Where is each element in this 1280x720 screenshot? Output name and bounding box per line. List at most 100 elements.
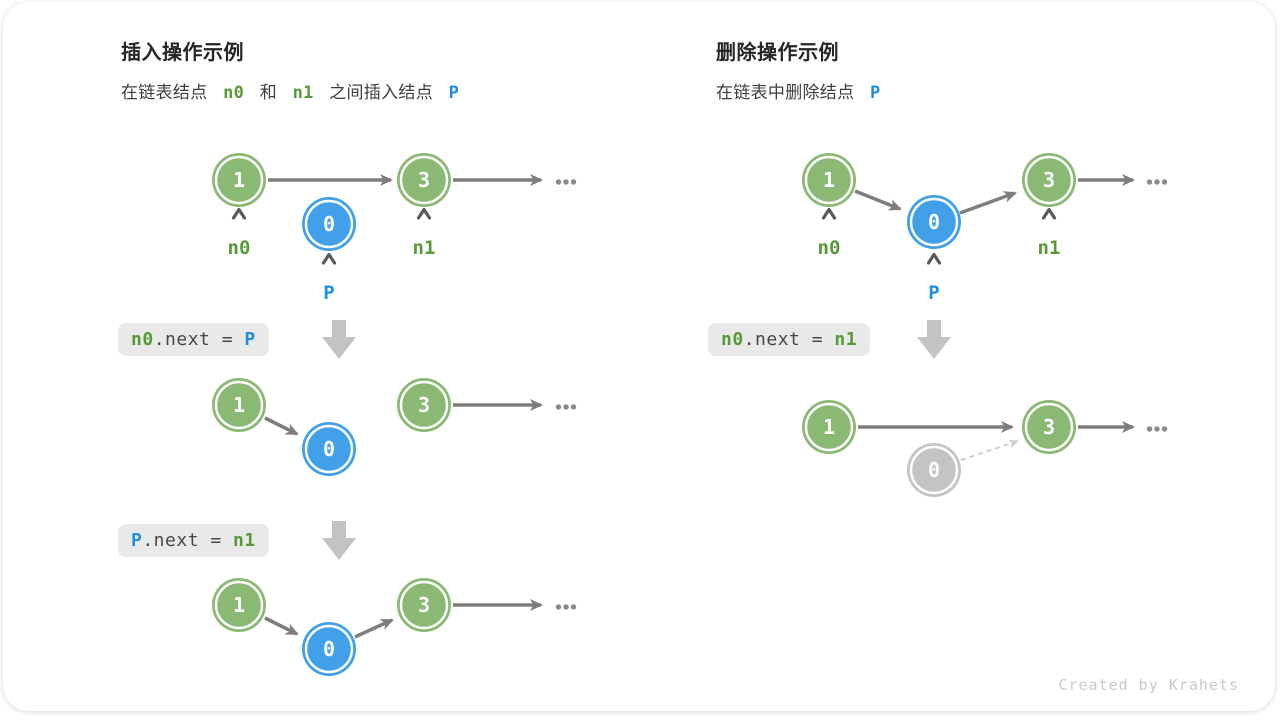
node-value: 1 — [233, 168, 245, 192]
insert-panel-title: 插入操作示例 — [121, 42, 244, 64]
list-node-blue — [302, 622, 356, 676]
ellipsis-dot — [555, 404, 562, 410]
text-token: 之间插入结点 — [324, 83, 439, 102]
list-node-blue — [907, 195, 961, 249]
step-down-arrow-icon — [322, 320, 356, 359]
list-node-ring — [304, 424, 354, 474]
text-token: 和 — [254, 83, 283, 102]
list-node-ring — [214, 580, 264, 630]
ellipsis-dot — [1146, 426, 1153, 432]
ellipsis-dot — [1154, 426, 1160, 432]
list-node-ring — [909, 445, 959, 495]
pointer-caret-icon — [1041, 207, 1057, 220]
list-node-ring — [214, 380, 264, 430]
list-node-green — [1022, 400, 1076, 454]
node-value: 1 — [233, 593, 245, 617]
text-token: .next = — [153, 329, 245, 350]
node-value: 1 — [233, 393, 245, 417]
code-box-n0-next-n1: n0.next = n1 — [708, 323, 871, 356]
delete-panel-subtitle: 在链表中删除结点 P — [716, 78, 881, 103]
node-value: 3 — [1043, 168, 1055, 192]
node-value: 0 — [323, 437, 335, 461]
ellipsis-dot — [570, 404, 577, 410]
list-node-green — [212, 378, 266, 432]
node-value: 3 — [418, 393, 430, 417]
list-node-ring — [804, 155, 854, 205]
text-token: P — [438, 83, 460, 103]
node-reference-label: n0 — [228, 237, 251, 259]
text-token: P — [244, 329, 256, 350]
list-node-green — [397, 378, 451, 432]
list-node-ring — [399, 580, 449, 630]
step-down-arrow-icon — [917, 320, 951, 359]
list-node-green — [212, 578, 266, 632]
text-token: .next = — [743, 329, 835, 350]
list-node-blue — [302, 197, 356, 251]
list-node-ring — [804, 402, 854, 452]
figure-card: 插入操作示例 在链表结点 n0 和 n1 之间插入结点 P 删除操作示例 在链表… — [3, 2, 1275, 711]
node-reference-label: n1 — [1038, 237, 1061, 259]
text-token: n0 — [721, 329, 744, 350]
list-node-green — [397, 153, 451, 207]
text-token: n1 — [233, 530, 256, 551]
list-node-ring — [214, 155, 264, 205]
ellipsis-dot — [555, 604, 562, 610]
list-node-gray — [907, 443, 961, 497]
list-node-ring — [1024, 402, 1074, 452]
ellipsis-dot — [563, 179, 569, 185]
node-reference-label: n1 — [413, 237, 436, 259]
list-node-ring — [399, 155, 449, 205]
removed-pointer-arrow — [960, 439, 1019, 461]
list-node-green — [802, 153, 856, 207]
ellipsis-dot — [555, 179, 562, 185]
ellipsis-dot — [1161, 179, 1168, 185]
list-node-ring — [909, 197, 959, 247]
next-pointer-arrow — [959, 191, 1017, 215]
node-value: 3 — [418, 593, 430, 617]
list-node-ring — [399, 380, 449, 430]
list-node-green — [212, 153, 266, 207]
next-pointer-arrow — [264, 416, 299, 436]
text-token: 在链表中删除结点 — [716, 83, 860, 102]
node-value: 0 — [928, 210, 940, 234]
node-value: 0 — [323, 637, 335, 661]
code-box-n0-next-p: n0.next = P — [118, 323, 269, 356]
node-value: 3 — [418, 168, 430, 192]
node-value: 1 — [823, 168, 835, 192]
node-value: 0 — [928, 458, 940, 482]
ellipsis-dot — [570, 604, 577, 610]
ellipsis-dot — [563, 404, 569, 410]
node-value: 3 — [1043, 415, 1055, 439]
text-token: .next = — [142, 530, 234, 551]
text-token: P — [859, 83, 881, 103]
text-token: n0 — [131, 329, 154, 350]
ellipsis-dot — [1146, 179, 1153, 185]
list-node-green — [802, 400, 856, 454]
list-node-green — [397, 578, 451, 632]
node-value: 1 — [823, 415, 835, 439]
text-token: n0 — [212, 83, 255, 103]
insert-panel-subtitle: 在链表结点 n0 和 n1 之间插入结点 P — [121, 78, 459, 103]
pointer-caret-icon — [321, 252, 337, 265]
text-token: n1 — [834, 329, 858, 350]
list-node-blue — [302, 422, 356, 476]
ellipsis-dot — [1161, 426, 1168, 432]
node-reference-label: n0 — [818, 237, 841, 259]
pointer-caret-icon — [926, 252, 942, 265]
text-token: n1 — [282, 83, 325, 103]
pointer-caret-icon — [821, 207, 837, 220]
ellipsis-dot — [1154, 179, 1160, 185]
node-reference-label: P — [323, 282, 334, 304]
next-pointer-arrow — [264, 616, 299, 636]
delete-panel-title: 删除操作示例 — [716, 42, 839, 64]
code-box-p-next-n1: P.next = n1 — [118, 524, 269, 557]
credit-text: Created by Krahets — [1058, 676, 1239, 694]
pointer-caret-icon — [416, 207, 432, 220]
list-node-ring — [1024, 155, 1074, 205]
list-node-ring — [304, 624, 354, 674]
node-reference-label: P — [928, 282, 939, 304]
pointer-caret-icon — [231, 207, 247, 220]
ellipsis-dot — [570, 179, 577, 185]
list-node-green — [1022, 153, 1076, 207]
